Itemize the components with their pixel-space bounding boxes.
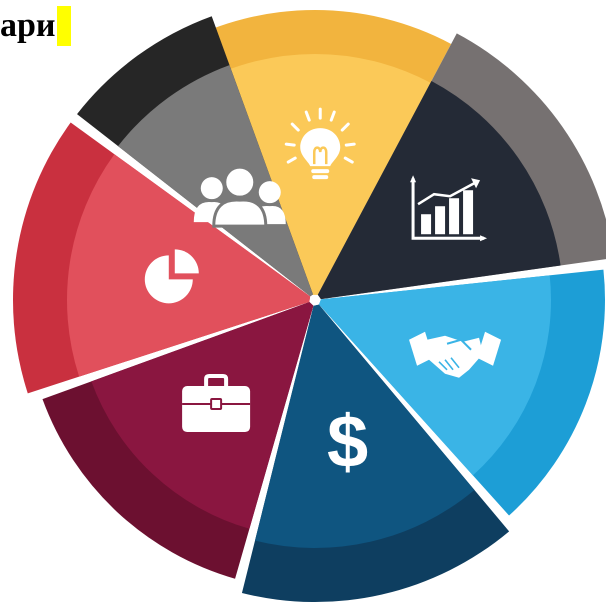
segment-partnership-inner xyxy=(319,275,551,476)
lightbulb-icon xyxy=(284,107,356,180)
handshake-icon xyxy=(409,331,502,378)
segment-analytics xyxy=(13,122,311,394)
bar-chart-growth-icon xyxy=(410,175,488,242)
dollar-icon: $ xyxy=(327,400,368,483)
segment-idea xyxy=(178,10,452,295)
svg-text:$: $ xyxy=(327,400,368,483)
team-icon xyxy=(193,165,286,228)
segment-partnership xyxy=(319,269,605,516)
segment-finance-inner xyxy=(255,304,475,548)
segment-finance: $ xyxy=(241,304,510,602)
segment-team xyxy=(77,16,313,297)
segment-growth xyxy=(317,33,606,300)
briefcase-icon xyxy=(182,374,251,433)
page-title-text: ари xyxy=(0,7,56,44)
pie-chart-icon xyxy=(144,249,199,304)
page-title: ари xyxy=(0,6,71,46)
title-highlight xyxy=(56,6,71,46)
segment-idea-inner xyxy=(199,54,431,295)
segment-growth-inner xyxy=(317,81,561,300)
segment-business xyxy=(42,302,314,579)
